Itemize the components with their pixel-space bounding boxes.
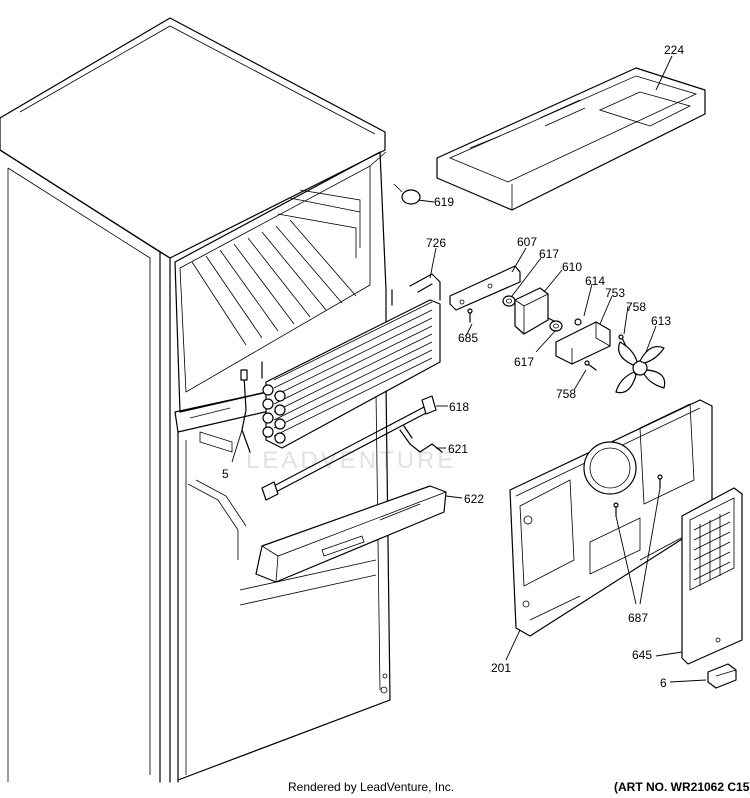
callout-614: 614: [585, 274, 605, 288]
callout-621: 621: [448, 442, 468, 456]
part-687-screws: [613, 474, 663, 517]
callout-labels: 224 619 726 607 617 610 614 753 758 613 …: [222, 43, 684, 690]
callout-758-top: 758: [626, 300, 646, 314]
callout-224: 224: [664, 43, 684, 57]
callout-726: 726: [426, 236, 446, 250]
callout-753: 753: [605, 286, 625, 300]
part-621-clip: [399, 425, 443, 453]
part-753-bracket: [555, 321, 611, 365]
callout-645: 645: [632, 648, 652, 662]
callout-6: 6: [660, 676, 667, 690]
part-6-knob: [707, 663, 737, 689]
part-758-screw-bottom: [584, 360, 597, 371]
refrigerator-cabinet: [0, 17, 391, 783]
callout-758-bottom: 758: [556, 387, 576, 401]
part-685-screw: [467, 308, 473, 323]
leader-lines: [231, 55, 707, 683]
callout-5: 5: [222, 467, 229, 481]
callout-201: 201: [491, 661, 511, 675]
part-619-sensor: [393, 183, 421, 205]
callout-613: 613: [651, 314, 671, 328]
callout-618: 618: [449, 400, 469, 414]
part-614-nut: [574, 318, 582, 326]
watermark-text: LEADVENTURE: [246, 447, 456, 474]
part-726-evaporator: [261, 273, 441, 449]
watermark: LEADVENTURE: [246, 447, 456, 474]
art-number: (ART NO. WR21062 C15): [614, 780, 750, 794]
callout-622: 622: [464, 492, 484, 506]
part-618-defrost-heater: [261, 395, 437, 501]
callout-607: 607: [517, 235, 537, 249]
callout-610: 610: [562, 260, 582, 274]
part-622-drain-trough: [255, 485, 447, 583]
callout-619: 619: [434, 195, 454, 209]
part-617-grommet-bottom: [549, 320, 563, 332]
part-224-shelf: [436, 67, 706, 211]
part-5-wire-harness: [240, 369, 251, 453]
callout-617-bottom: 617: [514, 355, 534, 369]
callout-685: 685: [458, 331, 478, 345]
callout-617-top: 617: [539, 247, 559, 261]
callout-687: 687: [628, 611, 648, 625]
part-613-fan-blade: [615, 341, 666, 394]
rendered-by-credit: Rendered by LeadVenture, Inc.: [288, 780, 455, 794]
part-617-grommet-top: [502, 295, 516, 307]
part-645-grille: [681, 487, 743, 665]
